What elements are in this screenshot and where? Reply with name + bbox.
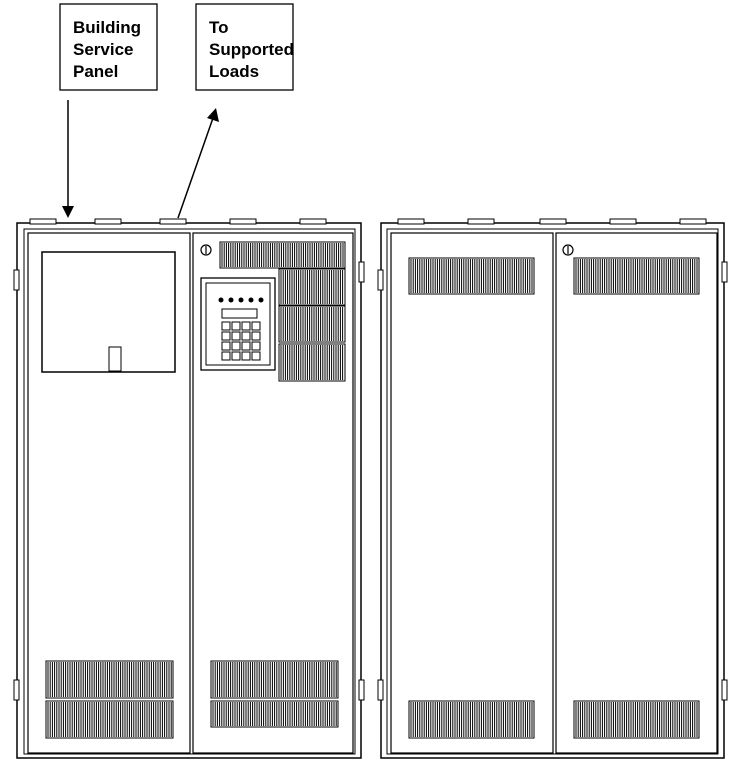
arrowhead-down [62, 206, 74, 218]
keypad-key[interactable] [231, 341, 241, 351]
callout-to-supported-loads: To Supported Loads [195, 3, 294, 91]
keypad-key[interactable] [241, 341, 251, 351]
keypad-key[interactable] [241, 331, 251, 341]
vent-grille [573, 700, 700, 739]
cabinet-right-hinges [377, 261, 728, 701]
vent-grille [210, 700, 339, 728]
status-led [258, 297, 264, 303]
vent-grille [278, 305, 346, 343]
arrow-output [177, 108, 219, 219]
cabinet-left-top-tabs [29, 218, 327, 225]
keypad-key[interactable] [241, 351, 251, 361]
cabinet-right [377, 218, 728, 759]
keypad-display [221, 308, 258, 319]
callout-output-line-1: To [209, 18, 229, 37]
status-led [238, 297, 244, 303]
vent-grille [408, 257, 535, 295]
keypad-key[interactable] [241, 321, 251, 331]
callout-output-line-2: Supported [209, 40, 294, 59]
keypad-key[interactable] [221, 341, 231, 351]
vent-grille [408, 700, 535, 739]
arrow-input [62, 100, 74, 218]
keypad-key[interactable] [231, 351, 241, 361]
vent-grille [278, 268, 346, 306]
keypad-key[interactable] [221, 321, 231, 331]
cabinet-right-top-tabs [397, 218, 707, 225]
callout-input-line-2: Service [73, 40, 134, 59]
lock-circle-icon [200, 244, 212, 256]
cabinet-right-door-2 [555, 232, 718, 754]
status-led [248, 297, 254, 303]
cabinet-left-vents [45, 241, 346, 739]
cabinet-left-inner-frame [23, 228, 356, 755]
callout-output-line-3: Loads [209, 62, 259, 81]
status-led [228, 297, 234, 303]
keypad-key[interactable] [251, 351, 261, 361]
vent-grille [573, 257, 700, 295]
lock-circle-icon [562, 244, 574, 256]
callout-input-line-1: Building [73, 18, 141, 37]
callout-building-service-panel: Building Service Panel [59, 3, 158, 91]
vent-grille [210, 660, 339, 699]
keypad-key[interactable] [251, 331, 261, 341]
keypad-keys [221, 321, 261, 361]
vent-grille [278, 343, 346, 382]
service-panel-latch [108, 346, 122, 372]
keypad-key[interactable] [251, 321, 261, 331]
status-led [218, 297, 224, 303]
vent-grille [219, 241, 346, 269]
vent-grille [45, 660, 174, 699]
keypad-key[interactable] [221, 351, 231, 361]
control-keypad[interactable] [200, 277, 276, 371]
keypad-key[interactable] [221, 331, 231, 341]
vent-grille [45, 700, 174, 739]
cabinet-right-door-1 [390, 232, 554, 754]
keypad-key[interactable] [231, 331, 241, 341]
callout-box-input [59, 3, 158, 91]
cabinet-left-hinges [13, 261, 365, 701]
callout-box-output [195, 3, 294, 91]
cabinet-left [13, 218, 365, 759]
cabinet-right-inner-frame [386, 228, 719, 755]
cabinet-right-vents [408, 257, 700, 739]
callout-input-line-3: Panel [73, 62, 118, 81]
keypad-key[interactable] [231, 321, 241, 331]
keypad-key[interactable] [251, 341, 261, 351]
keypad-status-leds [218, 297, 264, 303]
arrowhead-up [207, 108, 219, 122]
